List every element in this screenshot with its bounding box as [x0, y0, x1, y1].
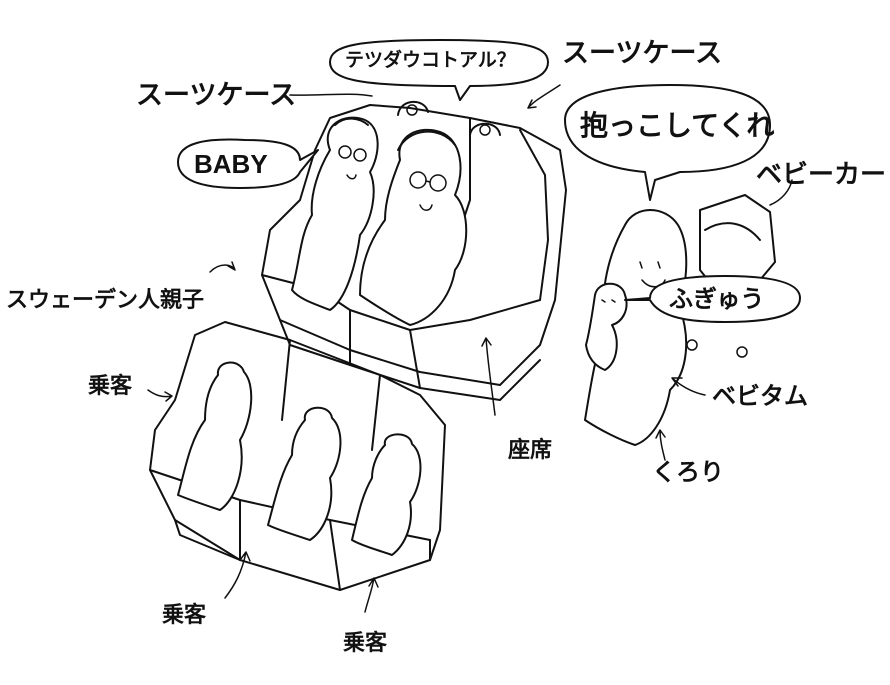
label-stroller: ベビーカー — [756, 160, 887, 190]
speech-bubble-baby — [177, 138, 319, 189]
baby-figure — [291, 116, 379, 311]
pointer-arrows — [147, 84, 793, 613]
speech-text-hold: 抱っこしてくれ — [580, 109, 775, 142]
label-bebitamu: ベビタム — [712, 382, 808, 410]
speech-text-baby: BABY — [194, 149, 268, 179]
parent-figure — [359, 128, 468, 326]
label-passenger-bottom-left: 乗客 — [162, 603, 207, 628]
passenger-figures — [177, 361, 422, 556]
label-passenger-left: 乗客 — [88, 374, 133, 399]
label-kurori: くろり — [652, 458, 724, 486]
label-suitcase-right: スーツケース — [562, 38, 723, 69]
label-seat: 座席 — [508, 438, 553, 463]
label-swedish-family: スウェーデン人親子 — [6, 288, 205, 313]
label-passenger-bottom-right: 乗客 — [343, 631, 388, 656]
speech-text-train: テツダウコトアル？ — [345, 49, 516, 71]
speech-bubble-fugyu — [624, 275, 801, 323]
speech-bubble-train — [329, 39, 549, 101]
label-suitcase-left: スーツケース — [136, 80, 297, 111]
speech-bubble-hold — [564, 84, 771, 201]
speech-text-fugyu: ふぎゅう — [669, 285, 765, 313]
bebitamu-figure — [585, 282, 748, 371]
